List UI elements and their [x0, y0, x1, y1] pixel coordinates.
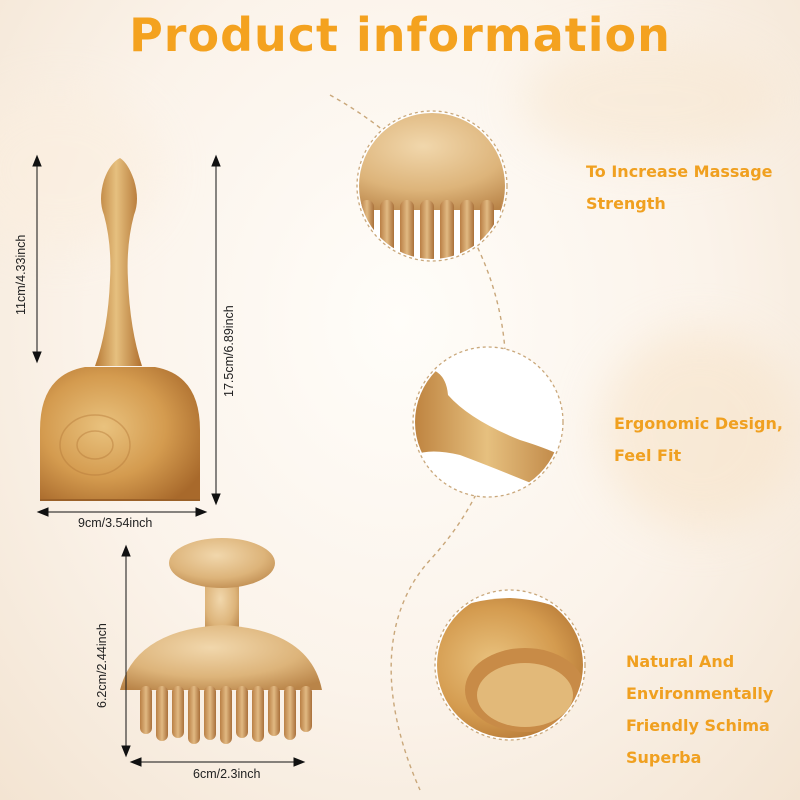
- dimension-bell-handle-height: 11cm/4.33inch: [14, 234, 28, 315]
- feature-natural-material: Natural And Environmentally Friendly Sch…: [626, 646, 773, 774]
- dimension-bell-total-height: 17.5cm/6.89inch: [222, 305, 236, 397]
- feature-line: To Increase Massage: [586, 162, 773, 181]
- feature-line: Environmentally: [626, 684, 774, 703]
- bokeh-blob: [0, 90, 160, 250]
- feature-line: Feel Fit: [614, 446, 682, 465]
- detail-circle-cup-interior: [434, 589, 586, 741]
- feature-massage-strength: To Increase Massage Strength: [586, 156, 773, 220]
- bokeh-blob: [520, 40, 780, 160]
- bell-dimension-lines: [32, 154, 221, 517]
- mushroom-massager-tool: [120, 538, 322, 744]
- feature-line: Strength: [586, 194, 666, 213]
- feature-line: Ergonomic Design,: [614, 414, 783, 433]
- detail-circle-teeth: [356, 110, 508, 262]
- detail-circle-handle: [412, 346, 564, 498]
- dimension-mushroom-height: 6.2cm/2.44inch: [95, 623, 109, 708]
- dimension-mushroom-width: 6cm/2.3inch: [193, 767, 261, 781]
- feature-line: Natural And: [626, 652, 735, 671]
- dimension-bell-width: 9cm/3.54inch: [78, 516, 153, 530]
- feature-line: Superba: [626, 748, 702, 767]
- feature-line: Friendly Schima: [626, 716, 770, 735]
- mushroom-dimension-lines: [121, 544, 306, 767]
- feature-ergonomic-design: Ergonomic Design, Feel Fit: [614, 408, 783, 472]
- bokeh-blob: [600, 330, 800, 530]
- page-title: Product information: [129, 8, 671, 62]
- bell-cup-tool: [40, 158, 200, 501]
